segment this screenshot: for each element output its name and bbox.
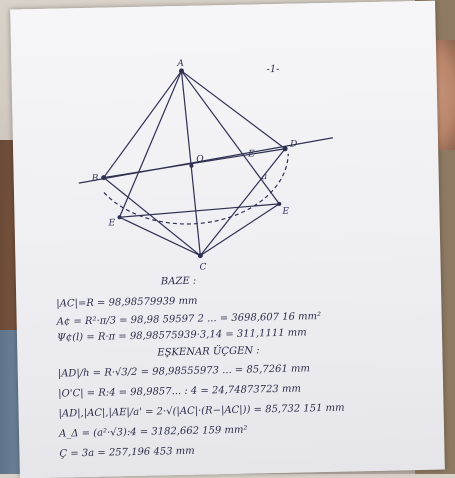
edge-E2C xyxy=(200,203,280,257)
label-D: D xyxy=(289,140,297,150)
label-E: E xyxy=(108,218,116,228)
point-E xyxy=(117,215,122,220)
label-E3: E xyxy=(247,149,255,159)
axis-line xyxy=(78,137,333,184)
point-D xyxy=(282,146,288,152)
point-C xyxy=(197,253,203,259)
paper-sheet: A B D C O E E E a -1- BAZE : |AC|=R = 98… xyxy=(10,0,445,478)
edge-AE xyxy=(118,70,183,218)
label-C: C xyxy=(199,262,206,272)
point-A xyxy=(178,68,184,74)
label-A: A xyxy=(176,59,184,69)
dashed-arc xyxy=(103,153,289,225)
edge-BC xyxy=(103,177,201,257)
point-O xyxy=(189,163,194,168)
label-O: O xyxy=(196,154,204,164)
edge-AD xyxy=(181,70,286,150)
edge-EC xyxy=(119,216,201,257)
edge-BD xyxy=(103,148,286,179)
point-B xyxy=(101,175,107,181)
edge-AB xyxy=(103,70,182,178)
point-E2 xyxy=(277,201,282,206)
edge-DC xyxy=(199,148,286,256)
note-line-1: BAZE : xyxy=(160,275,197,288)
edge-AE2 xyxy=(180,70,280,205)
label-B: B xyxy=(91,174,99,184)
label-E2: E xyxy=(281,207,289,217)
page-number: -1- xyxy=(266,64,280,75)
geometry-sketch: A B D C O E E E a -1- xyxy=(78,59,333,273)
label-a: a xyxy=(262,172,268,182)
note-line-5: EŞKENAR ÜÇGEN : xyxy=(157,345,260,359)
edge-EE xyxy=(119,203,280,218)
